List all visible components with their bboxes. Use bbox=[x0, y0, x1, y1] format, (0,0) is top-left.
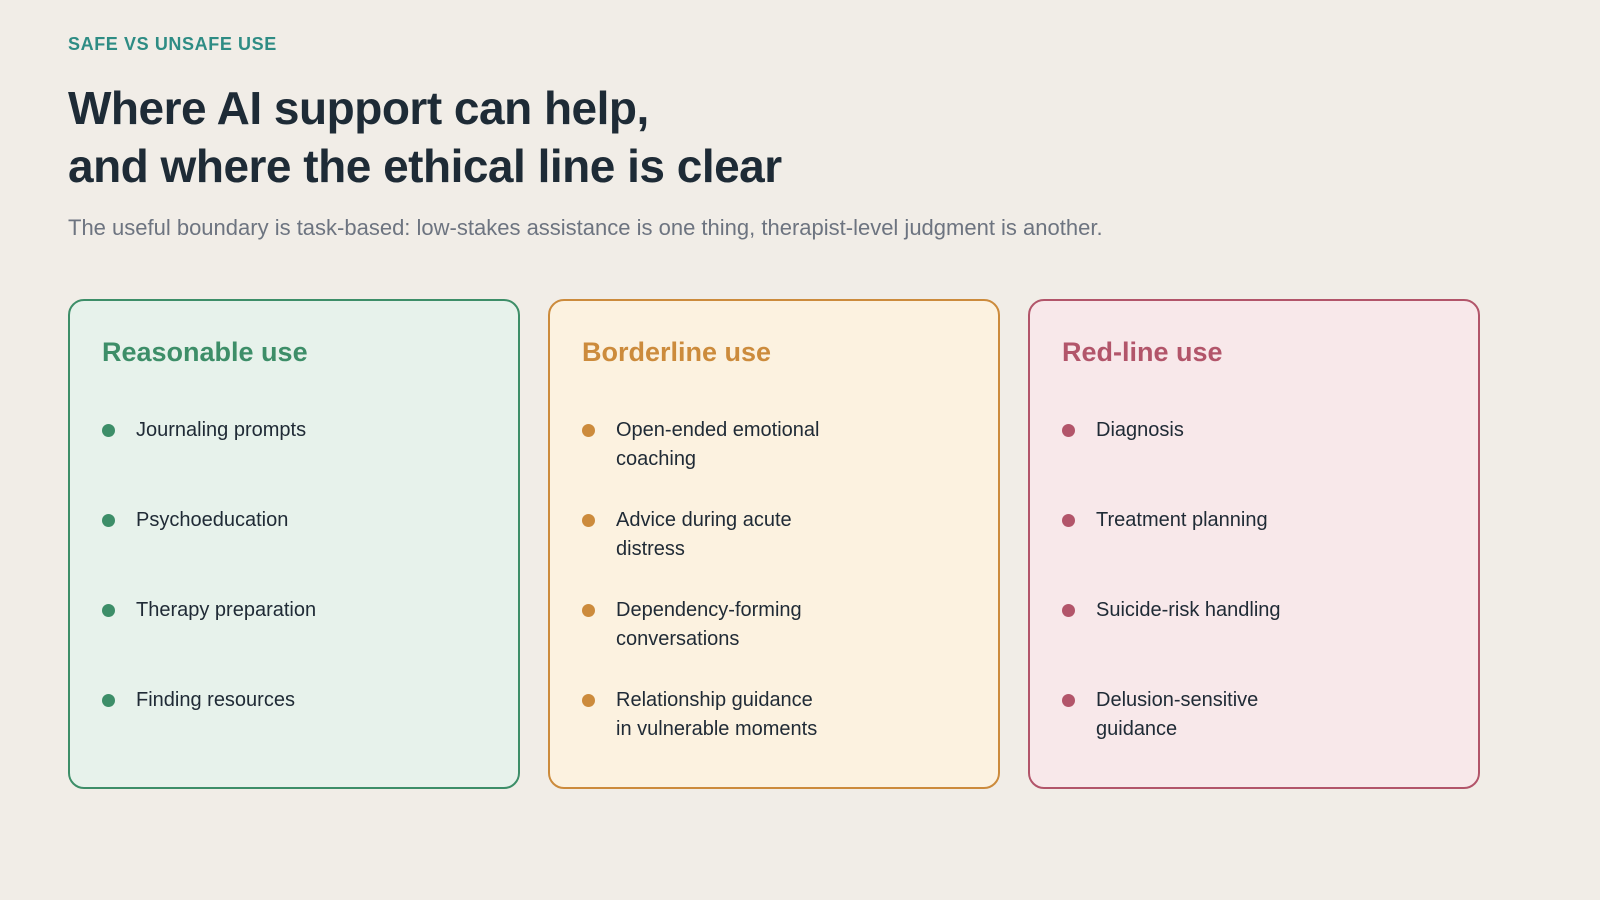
list-item: Psychoeducation bbox=[102, 506, 486, 596]
bullet-dot-icon bbox=[102, 694, 115, 707]
bullet-dot-icon bbox=[1062, 424, 1075, 437]
cards-row: Reasonable use Journaling prompts Psycho… bbox=[68, 299, 1532, 789]
list-item-label: Suicide-risk handling bbox=[1096, 599, 1281, 621]
card-red-line-use: Red-line use Diagnosis Treatment plannin… bbox=[1028, 299, 1480, 789]
card-reasonable-use: Reasonable use Journaling prompts Psycho… bbox=[68, 299, 520, 789]
eyebrow-label: SAFE VS UNSAFE USE bbox=[68, 34, 277, 54]
card-title: Reasonable use bbox=[102, 337, 308, 367]
bullet-dot-icon bbox=[582, 424, 595, 437]
list-item-label: Relationship guidance in vulnerable mome… bbox=[616, 689, 818, 740]
page-title: Where AI support can help, and where the… bbox=[68, 82, 782, 192]
card-borderline-use: Borderline use Open-ended emotional coac… bbox=[548, 299, 1000, 789]
list-item-label: Finding resources bbox=[136, 689, 295, 711]
bullet-dot-icon bbox=[582, 604, 595, 617]
card-title: Red-line use bbox=[1062, 337, 1223, 367]
list-item-label: Dependency-forming conversations bbox=[616, 599, 802, 650]
page-subtitle: The useful boundary is task-based: low-s… bbox=[68, 215, 1103, 240]
list-item: Advice during acute distress bbox=[582, 506, 966, 596]
list-item-label: Advice during acute distress bbox=[616, 509, 792, 560]
list-item: Treatment planning bbox=[1062, 506, 1446, 596]
card-list: Diagnosis Treatment planning Suicide-ris… bbox=[1062, 416, 1446, 776]
list-item: Therapy preparation bbox=[102, 596, 486, 686]
list-item-label: Delusion-sensitive guidance bbox=[1096, 689, 1259, 740]
bullet-dot-icon bbox=[1062, 604, 1075, 617]
bullet-dot-icon bbox=[102, 514, 115, 527]
bullet-dot-icon bbox=[102, 424, 115, 437]
list-item: Delusion-sensitive guidance bbox=[1062, 686, 1446, 776]
list-item: Open-ended emotional coaching bbox=[582, 416, 966, 506]
bullet-dot-icon bbox=[102, 604, 115, 617]
list-item: Suicide-risk handling bbox=[1062, 596, 1446, 686]
bullet-dot-icon bbox=[582, 514, 595, 527]
list-item: Dependency-forming conversations bbox=[582, 596, 966, 686]
card-list: Open-ended emotional coaching Advice dur… bbox=[582, 416, 966, 776]
list-item: Relationship guidance in vulnerable mome… bbox=[582, 686, 966, 776]
list-item: Diagnosis bbox=[1062, 416, 1446, 506]
list-item-label: Open-ended emotional coaching bbox=[616, 419, 820, 470]
slide: SAFE VS UNSAFE USE Where AI support can … bbox=[68, 34, 1532, 789]
list-item: Journaling prompts bbox=[102, 416, 486, 506]
list-item-label: Treatment planning bbox=[1096, 509, 1268, 531]
bullet-dot-icon bbox=[1062, 514, 1075, 527]
list-item: Finding resources bbox=[102, 686, 486, 776]
list-item-label: Therapy preparation bbox=[136, 599, 317, 621]
list-item-label: Diagnosis bbox=[1096, 419, 1184, 441]
list-item-label: Psychoeducation bbox=[136, 509, 289, 531]
bullet-dot-icon bbox=[582, 694, 595, 707]
list-item-label: Journaling prompts bbox=[136, 419, 307, 441]
bullet-dot-icon bbox=[1062, 694, 1075, 707]
card-title: Borderline use bbox=[582, 337, 772, 367]
card-list: Journaling prompts Psychoeducation Thera… bbox=[102, 416, 486, 776]
